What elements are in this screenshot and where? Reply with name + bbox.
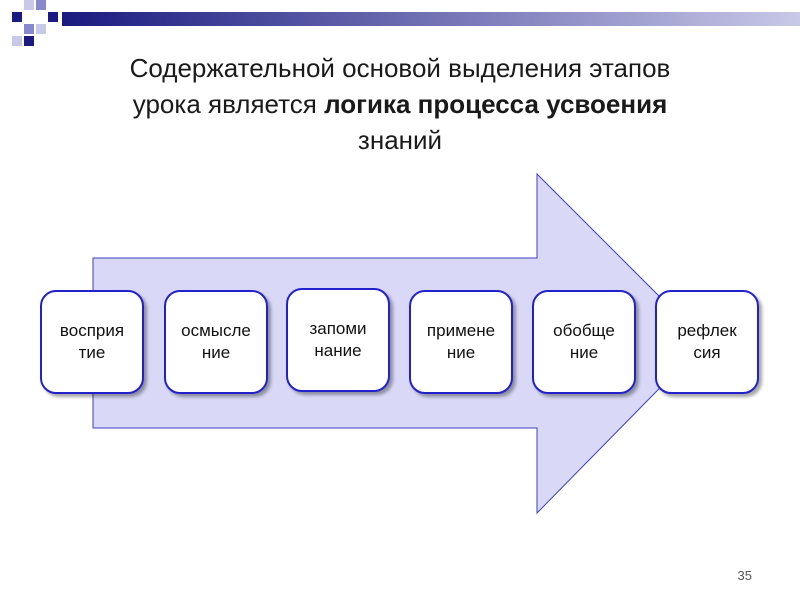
header-square (12, 12, 22, 22)
header-square (12, 36, 22, 46)
page-number: 35 (737, 568, 752, 583)
header-square (36, 0, 46, 10)
stage-memorization: запоми нание (286, 288, 390, 392)
title-emphasis: логика процесса усвоения (324, 89, 668, 119)
title-line-1: Содержательной основой выделения этапов (129, 53, 671, 83)
stage-reflection: рефлек сия (655, 290, 759, 394)
stage-application: примене ние (409, 290, 513, 394)
slide-title: Содержательной основой выделения этапов … (40, 50, 760, 158)
title-line-3: знаний (357, 125, 443, 155)
header-square (24, 24, 34, 34)
header-square (48, 12, 58, 22)
stage-perception: восприя тие (40, 290, 144, 394)
header-square (24, 36, 34, 46)
header-gradient-band (62, 12, 800, 26)
header-decoration (12, 0, 800, 46)
arrow-shape (92, 172, 706, 515)
stage-comprehension: осмысле ние (164, 290, 268, 394)
title-line-2-plain: урока является (132, 89, 325, 119)
header-square (24, 0, 34, 10)
title-line-2: урока является логика процесса усвоения (40, 86, 760, 122)
stage-generalization: обобще ние (532, 290, 636, 394)
header-square (36, 24, 46, 34)
